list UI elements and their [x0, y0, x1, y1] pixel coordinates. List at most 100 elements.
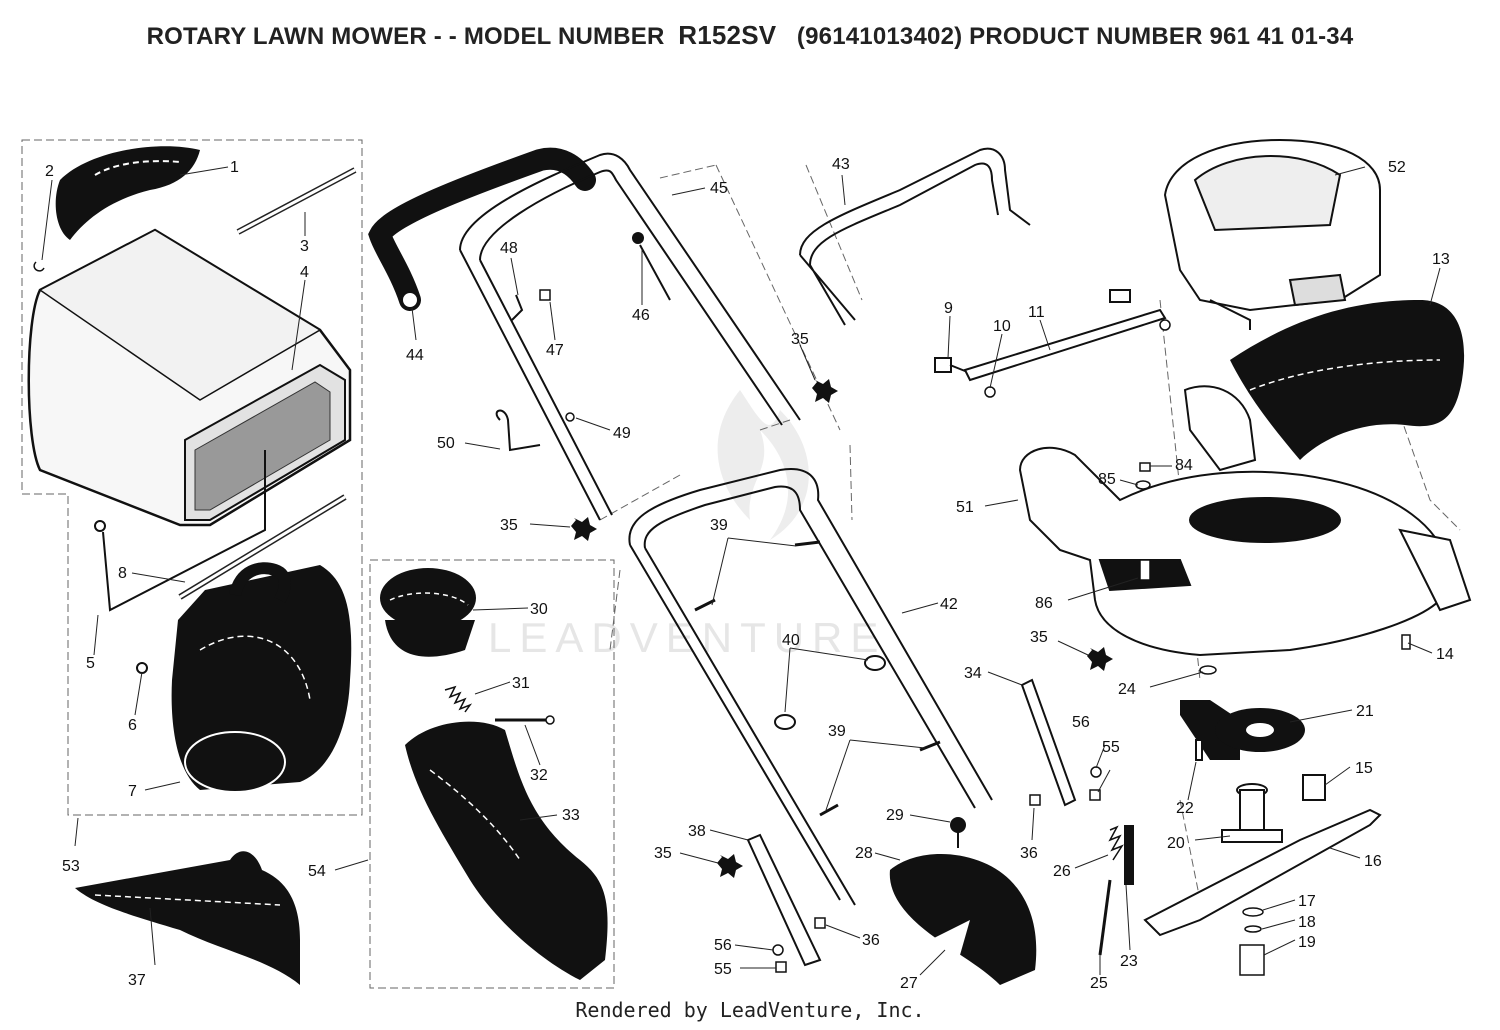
part-label-38: 38	[688, 823, 706, 840]
blade-adapter-21	[1180, 700, 1305, 760]
engine-52	[1163, 138, 1381, 330]
part-label-14: 14	[1436, 646, 1454, 663]
handle-grip-44	[368, 147, 596, 311]
part-label-56-a: 56	[1072, 714, 1090, 731]
discharge-tube-33	[405, 721, 608, 980]
upper-bail-43	[799, 147, 1031, 326]
part-label-13: 13	[1432, 251, 1450, 268]
part-label-21: 21	[1356, 703, 1374, 720]
clip-40	[774, 655, 886, 730]
part-labels: 1 2 3 4 5 6 7 8 9 10 11 13 14 15 16 17 1…	[45, 156, 1454, 992]
part-label-6: 6	[128, 717, 137, 734]
part-label-23: 23	[1120, 953, 1138, 970]
leader-lines	[41, 166, 1441, 976]
rear-discharge-chute-7	[171, 562, 352, 793]
part-label-16: 16	[1364, 853, 1382, 870]
part-label-7: 7	[128, 783, 137, 800]
deck-51	[1018, 385, 1472, 657]
part-label-52: 52	[1388, 159, 1406, 176]
bolt-47	[539, 289, 551, 301]
part-label-46: 46	[632, 307, 650, 324]
part-label-85: 85	[1098, 471, 1116, 488]
part-label-3: 3	[300, 238, 309, 255]
part-label-43: 43	[832, 156, 850, 173]
part-label-26: 26	[1053, 863, 1071, 880]
part-label-45: 45	[710, 180, 728, 197]
part-label-24: 24	[1118, 681, 1136, 698]
part-label-28: 28	[855, 845, 873, 862]
mulch-plug-27-28	[889, 817, 1037, 985]
brackets-34-38	[746, 678, 1077, 967]
part-label-8: 8	[118, 565, 127, 582]
part-label-33: 33	[562, 807, 580, 824]
part-label-55-b: 55	[714, 961, 732, 978]
part-label-15: 15	[1355, 760, 1373, 777]
title-product-number: (96141013402) PRODUCT NUMBER 961 41 01-3…	[796, 23, 1354, 50]
part-label-19: 19	[1298, 934, 1316, 951]
height-adjuster-23-26	[1098, 825, 1134, 956]
part-label-35-a: 35	[500, 517, 518, 534]
part-label-32: 32	[530, 767, 548, 784]
part-label-53: 53	[62, 858, 80, 875]
group-outlines	[21, 139, 1461, 989]
knobs-35	[571, 379, 1113, 878]
part-label-18: 18	[1298, 914, 1316, 931]
part-label-35-c: 35	[1030, 629, 1048, 646]
grass-bag-handle-1	[55, 146, 201, 240]
part-label-20: 20	[1167, 835, 1185, 852]
part-label-29: 29	[886, 807, 904, 824]
cable-46	[632, 232, 671, 301]
part-label-27: 27	[900, 975, 918, 992]
part-label-1: 1	[230, 159, 239, 176]
bracket-48	[511, 294, 524, 321]
title-model-number: R152SV	[678, 20, 777, 50]
spring-31	[444, 685, 473, 713]
part-label-17: 17	[1298, 893, 1316, 910]
blade-16	[1143, 808, 1382, 937]
washer-6	[136, 662, 148, 674]
part-label-31: 31	[512, 675, 530, 692]
part-label-22: 22	[1176, 800, 1194, 817]
part-label-25: 25	[1090, 975, 1108, 992]
part-label-48: 48	[500, 240, 518, 257]
grass-bag-4	[27, 228, 352, 527]
part-label-36-a: 36	[1020, 845, 1038, 862]
part-label-10: 10	[993, 318, 1011, 335]
part-label-11: 11	[1028, 304, 1045, 321]
lower-handle-42	[628, 468, 993, 906]
part-label-39-a: 39	[710, 517, 728, 534]
nut-49	[565, 412, 575, 422]
part-label-56-b: 56	[714, 937, 732, 954]
part-label-37: 37	[128, 972, 146, 989]
part-label-50: 50	[437, 435, 455, 452]
side-chute-13	[1230, 300, 1465, 460]
bolts-15-22	[1195, 739, 1326, 801]
part-label-36-b: 36	[862, 932, 880, 949]
part-label-47: 47	[546, 342, 564, 359]
part-label-5: 5	[86, 655, 95, 672]
part-label-35-b: 35	[791, 331, 809, 348]
washers-17-19	[1239, 907, 1265, 976]
part-label-51: 51	[956, 499, 974, 516]
wire-5	[94, 450, 266, 612]
title-prefix: ROTARY LAWN MOWER - - MODEL NUMBER	[146, 23, 665, 50]
leadventure-watermark: LEADVENTURE	[488, 390, 886, 661]
spindle-20	[1221, 783, 1283, 843]
part-label-34: 34	[964, 665, 982, 682]
part-label-49: 49	[613, 425, 631, 442]
part-label-30: 30	[530, 601, 548, 618]
clip-2	[33, 261, 45, 272]
upper-handle-45	[459, 152, 801, 521]
part-label-54: 54	[308, 863, 326, 880]
hook-50	[495, 409, 541, 452]
deflector-37	[75, 851, 300, 985]
bolts-39	[694, 540, 941, 817]
cover-30	[380, 568, 476, 657]
diagram-title: ROTARY LAWN MOWER - - MODEL NUMBER R152S…	[0, 20, 1500, 51]
part-label-35-d: 35	[654, 845, 672, 862]
part-label-42: 42	[940, 596, 958, 613]
watermark-text: LEADVENTURE	[488, 614, 886, 661]
bolts-36-55-56	[772, 766, 1102, 973]
part-label-9: 9	[944, 300, 953, 317]
